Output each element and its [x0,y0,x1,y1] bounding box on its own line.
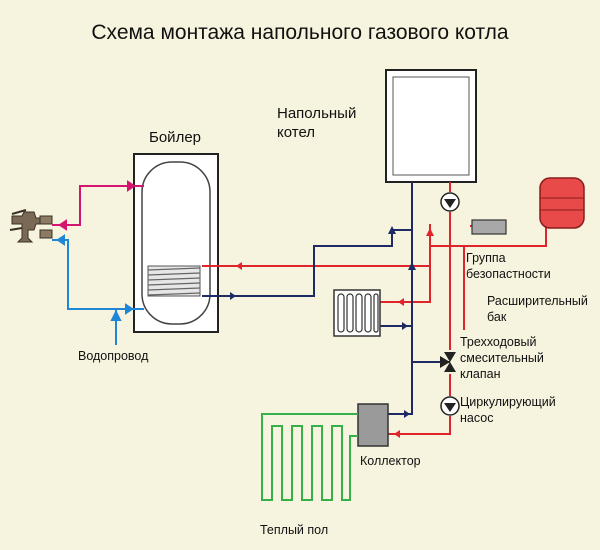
circulating-pump-icon [440,396,460,416]
boiler-tank-label: Бойлер [149,129,201,146]
return-arrows [230,226,446,418]
return-pipes [202,182,450,415]
faucet-icon [9,209,53,243]
underfloor-heating-label: Теплый пол [260,523,328,537]
supply-arrows [236,228,434,438]
hot-water-pipe [52,180,144,231]
cold-water-pipe [52,234,144,345]
safety-group-label-line1: Группа [466,251,506,265]
pump-icon [440,192,460,212]
water-supply-label: Водопровод [78,349,149,363]
collector [357,403,389,447]
expansion-tank-label-line1: Расширительный [487,294,588,308]
floor-boiler [385,69,477,183]
radiator [333,289,381,337]
boiler-tank [133,153,219,333]
expansion-tank-label-line2: бак [487,310,507,324]
collector-label: Коллектор [360,454,421,468]
expansion-tank [539,177,585,229]
floor-boiler-label-line1: Напольный [277,105,356,122]
three-way-valve-label-line2: смесительный [460,351,544,365]
underfloor-heating-loop [261,413,358,501]
floor-boiler-label-line2: котел [277,124,315,141]
three-way-valve-label-line3: клапан [460,367,501,381]
diagram-title: Схема монтажа напольного газового котла [91,21,509,44]
pump-label-line2: насос [460,411,493,425]
safety-group-label-line2: безопастности [466,267,551,281]
safety-group [471,219,507,235]
three-way-valve-label-line1: Трехходовый [460,335,536,349]
pump-label-line1: Циркулирующий [460,395,556,409]
coil-heat-exchanger [147,265,201,297]
three-way-valve-icon [440,352,456,372]
